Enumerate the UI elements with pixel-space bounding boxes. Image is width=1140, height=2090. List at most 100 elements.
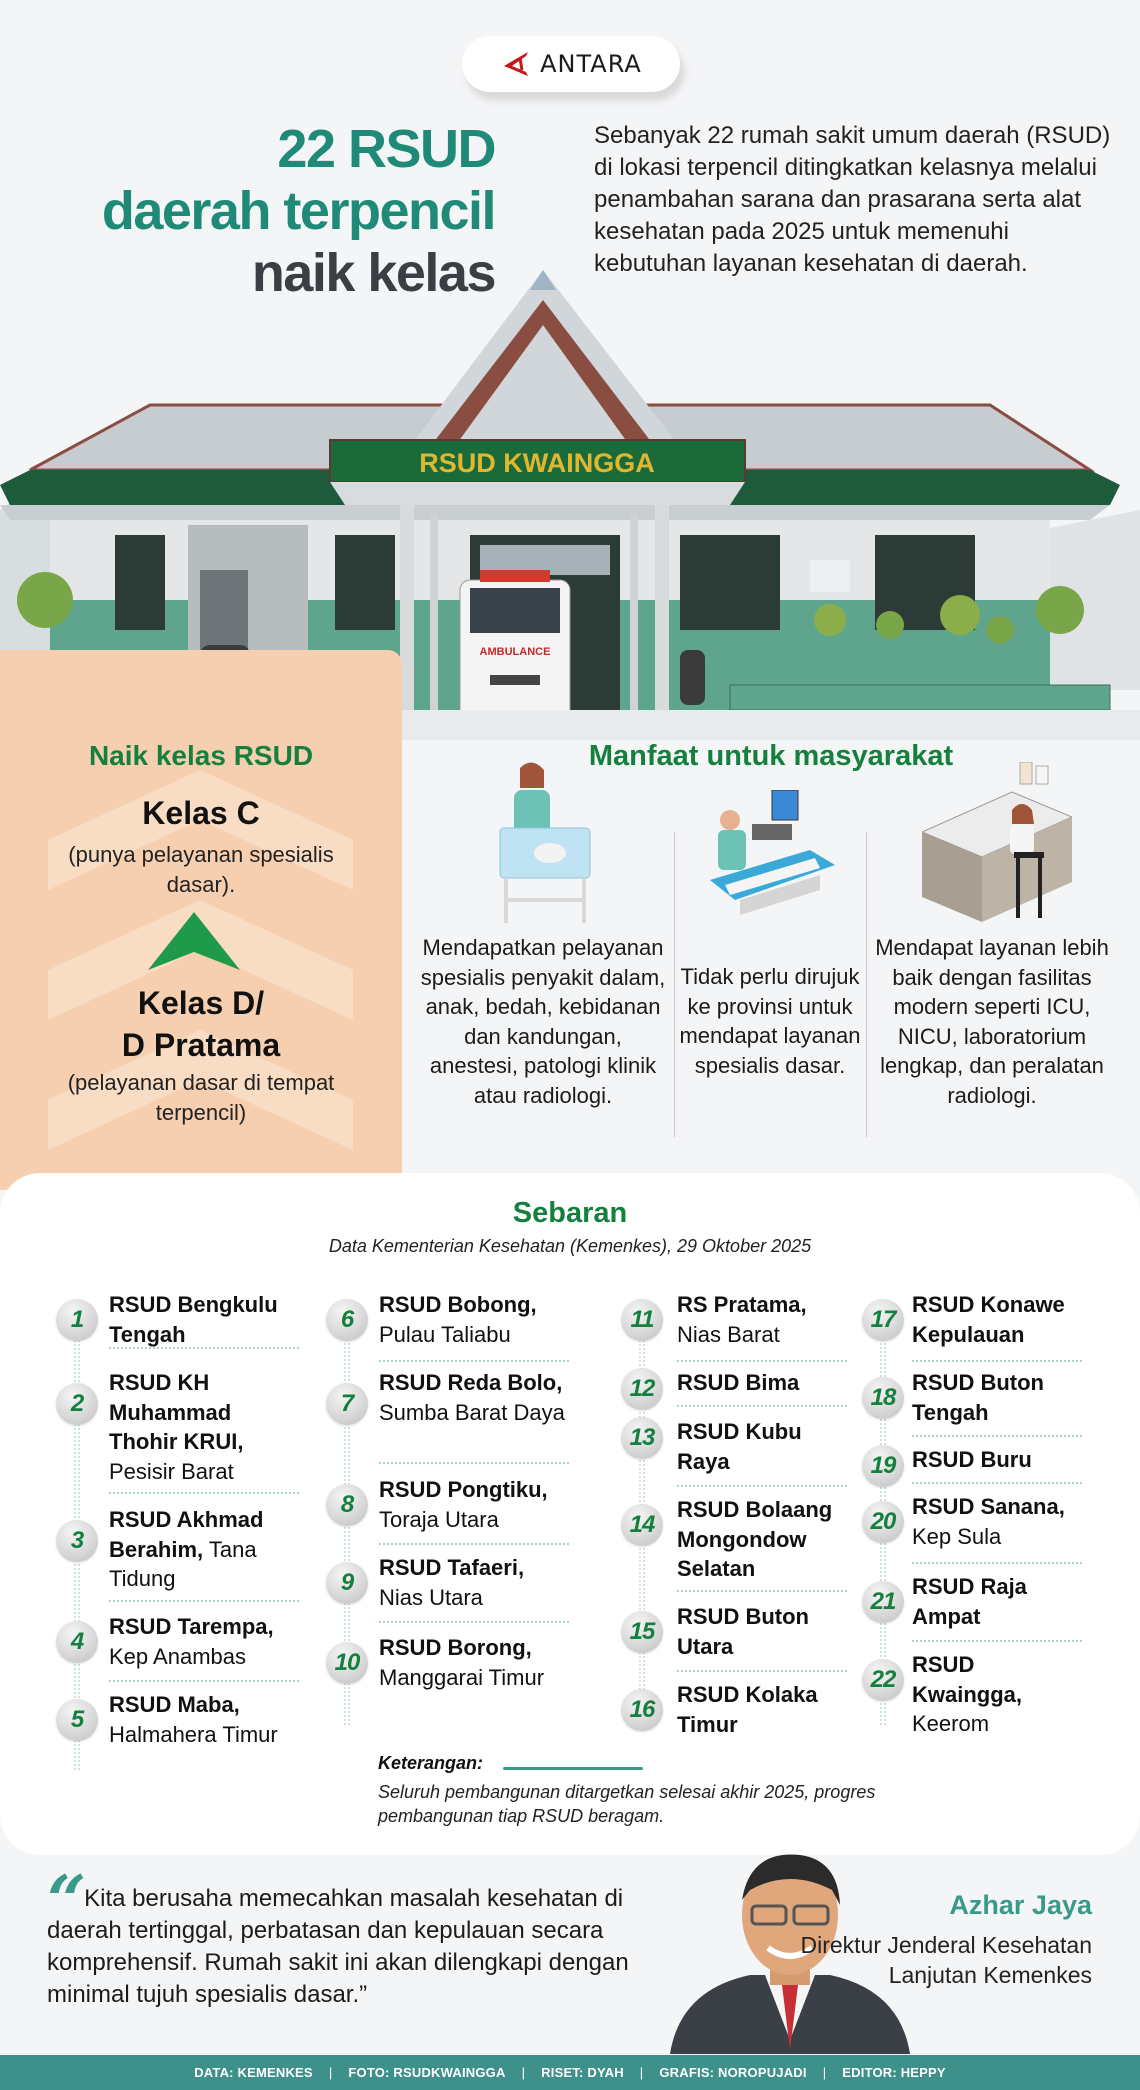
list-separator <box>677 1360 847 1362</box>
list-separator <box>677 1590 847 1592</box>
hospital-entry: RSUD Tafaeri, Nias Utara <box>379 1553 569 1612</box>
hospital-name: RSUD Bima <box>677 1370 800 1395</box>
hospital-entry: RSUD Pongtiku, Toraja Utara <box>379 1475 569 1534</box>
hospital-region: Nias Utara <box>379 1584 483 1610</box>
list-number-badge: 18 <box>862 1376 904 1419</box>
hospital-entry: RSUD Akhmad Berahim, Tana Tidung <box>109 1505 299 1594</box>
list-number-badge: 19 <box>862 1445 904 1487</box>
hospital-region: Halmahera Timur <box>109 1721 278 1747</box>
hospital-name: RSUD Kolaka Timur <box>677 1682 818 1737</box>
list-number-badge: 17 <box>862 1298 904 1341</box>
hospital-name: RS Pratama, <box>677 1292 807 1317</box>
benefit-divider <box>866 832 867 1137</box>
list-separator <box>912 1640 1082 1642</box>
hospital-name: RSUD Buru <box>912 1447 1032 1472</box>
benefit-1-text: Mendapatkan pelayanan spesialis penyakit… <box>420 935 666 1108</box>
hospital-name: RSUD Bobong, <box>379 1292 537 1317</box>
hospital-name: RSUD KH Muhammad Thohir KRUI, <box>109 1370 244 1454</box>
hospital-entry: RSUD Buton Utara <box>677 1602 847 1661</box>
list-number-badge: 20 <box>862 1500 904 1543</box>
note-text: Seluruh pembangunan ditargetkan selesai … <box>378 1782 876 1826</box>
hospital-name: RSUD Buton Tengah <box>912 1370 1044 1425</box>
list-number-badge: 2 <box>56 1383 98 1426</box>
benefit-divider <box>674 832 675 1137</box>
list-number-badge: 14 <box>621 1503 663 1546</box>
list-separator <box>109 1492 299 1494</box>
list-number-badge: 4 <box>56 1620 98 1663</box>
list-separator <box>109 1600 299 1602</box>
list-number-badge: 11 <box>621 1298 663 1341</box>
list-separator <box>912 1562 1082 1564</box>
credits-bar: DATA: KEMENKES | FOTO: RSUDKWAINGGA | RI… <box>0 2055 1140 2090</box>
list-number-badge: 15 <box>621 1610 663 1653</box>
hospital-entry: RSUD Buton Tengah <box>912 1368 1082 1427</box>
hospital-entry: RSUD Buru <box>912 1445 1082 1475</box>
note-line <box>503 1767 643 1770</box>
title-line-3: naik kelas <box>251 243 497 303</box>
list-number-badge: 10 <box>326 1641 368 1684</box>
quote-text: Kita berusaha memecahkan masalah kesehat… <box>47 1885 629 2008</box>
benefit-2-text: Tidak perlu dirujuk ke provinsi untuk me… <box>679 964 861 1078</box>
hospital-entry: RSUD KH Muhammad Thohir KRUI, Pesisir Ba… <box>109 1368 299 1486</box>
lower-class-line-1: Kelas D/ <box>137 985 265 1021</box>
list-number-badge: 7 <box>326 1383 368 1426</box>
hospital-region: Kep Anambas <box>109 1643 246 1669</box>
hospital-entry: RSUD Reda Bolo, Sumba Barat Daya <box>379 1368 569 1427</box>
hospital-name: RSUD Kubu Raya <box>677 1419 802 1474</box>
hospital-entry: RSUD Maba, Halmahera Timur <box>109 1690 299 1749</box>
hospital-entry: RSUD Raja Ampat <box>912 1572 1082 1631</box>
hospital-entry: RSUD Bengkulu Tengah <box>109 1290 299 1349</box>
list-separator <box>677 1485 847 1487</box>
hospital-region: Nias Barat <box>677 1321 780 1347</box>
benefits-heading: Manfaat untuk masyarakat <box>588 740 954 772</box>
hospital-name: RSUD Tarempa, <box>109 1614 274 1639</box>
hospital-entry: RSUD Bima <box>677 1368 847 1398</box>
hospital-entry: RSUD Tarempa, Kep Anambas <box>109 1612 299 1671</box>
hospital-entry: RSUD Kolaka Timur <box>677 1680 847 1739</box>
sebaran-heading: Sebaran <box>512 1197 628 1229</box>
quote-block: “Kita berusaha memecahkan masalah keseha… <box>47 1867 687 2011</box>
list-separator <box>912 1435 1082 1437</box>
arrow-up-icon <box>148 912 240 970</box>
upper-class-label: Kelas C <box>142 795 260 831</box>
person-portrait <box>670 1854 910 2054</box>
nurse-incubator-icon <box>499 762 591 923</box>
list-separator <box>379 1621 569 1623</box>
list-number-badge: 21 <box>862 1580 904 1623</box>
hospital-entry: RSUD Sanana, Kep Sula <box>912 1492 1082 1551</box>
lower-class-line-2: D Pratama <box>121 1027 281 1063</box>
list-number-badge: 8 <box>326 1483 368 1526</box>
antara-logo-mark-icon <box>504 52 529 76</box>
hospital-name: RSUD Reda Bolo, <box>379 1370 563 1395</box>
hospital-entry: RSUD Konawe Kepulauan <box>912 1290 1082 1349</box>
sebaran-source: Data Kementerian Kesehatan (Kemenkes), 2… <box>328 1236 812 1256</box>
building-sign-text: RSUD KWAINGGA <box>419 448 655 478</box>
hospital-name: RSUD Kwaingga, <box>912 1652 1023 1707</box>
hospital-entry: RSUD Bobong, Pulau Taliabu <box>379 1290 569 1349</box>
lower-class-desc: (pelayanan dasar di tempat terpencil) <box>67 1070 335 1125</box>
hospital-name: RSUD Akhmad Berahim, <box>109 1507 264 1562</box>
list-separator <box>677 1405 847 1407</box>
credit-separator: | <box>822 2065 827 2080</box>
list-number-badge: 13 <box>621 1417 663 1459</box>
svg-text:AMBULANCE: AMBULANCE <box>480 646 551 658</box>
hospital-region: Sumba Barat Daya <box>379 1399 565 1425</box>
hospital-region: Keerom <box>912 1711 990 1736</box>
list-number-badge: 1 <box>56 1298 98 1341</box>
list-number-badge: 5 <box>56 1698 98 1741</box>
hospital-name: RSUD Raja Ampat <box>912 1574 1027 1629</box>
list-separator <box>379 1543 569 1545</box>
list-separator <box>379 1462 569 1464</box>
chevron-decor-icon <box>48 770 353 890</box>
lower-class-label: Kelas D/ D Pratama <box>0 982 402 1066</box>
person-role: Direktur Jenderal Kesehatan Lanjutan Kem… <box>800 1932 1093 1988</box>
hospital-entry: RS Pratama, Nias Barat <box>677 1290 847 1349</box>
hospital-name: RSUD Bengkulu Tengah <box>109 1292 278 1347</box>
hospital-region: Manggarai Timur <box>379 1664 545 1690</box>
credit-data: DATA: KEMENKES <box>194 2065 313 2080</box>
hospital-name: RSUD Sanana, <box>912 1494 1065 1519</box>
hospital-region: Toraja Utara <box>379 1506 499 1532</box>
hospital-name: RSUD Pongtiku, <box>379 1477 548 1502</box>
title-line-1: 22 RSUD <box>277 119 496 179</box>
list-separator <box>109 1347 299 1349</box>
